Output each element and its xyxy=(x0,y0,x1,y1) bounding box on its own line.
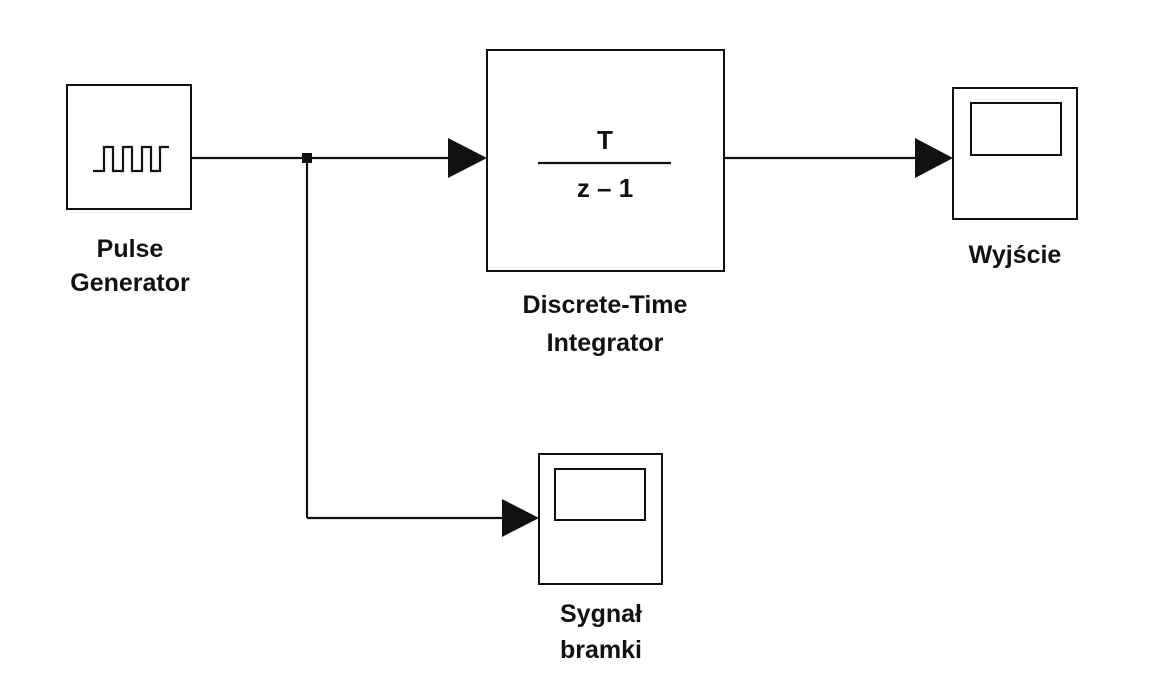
transfer-function-numerator: T xyxy=(597,125,613,155)
integrator-label-line1: Discrete-Time xyxy=(523,291,688,319)
pulse-generator-label-line1: Pulse xyxy=(97,235,164,263)
scope-screen-icon xyxy=(554,468,646,521)
gate-scope-label-line1: Sygnał xyxy=(560,600,642,628)
gate-scope-label-line2: bramki xyxy=(560,636,642,664)
arrowhead-integrator-input xyxy=(448,138,487,178)
scope-screen-icon xyxy=(970,102,1062,156)
discrete-time-integrator-block[interactable]: T z – 1 xyxy=(486,49,725,272)
square-wave-icon xyxy=(93,145,169,173)
pulse-generator-block[interactable] xyxy=(66,84,192,210)
output-scope-label: Wyjście xyxy=(969,241,1062,269)
pulse-generator-label-line2: Generator xyxy=(70,269,190,297)
integrator-label-line2: Integrator xyxy=(547,329,664,357)
branch-point xyxy=(302,153,312,163)
signal-lines xyxy=(192,153,918,520)
arrowhead-gate-scope-input xyxy=(502,499,539,537)
gate-scope-block[interactable] xyxy=(538,453,663,585)
arrowhead-output-scope-input xyxy=(915,138,953,178)
output-scope-block[interactable] xyxy=(952,87,1078,220)
transfer-function-denominator: z – 1 xyxy=(577,173,633,203)
